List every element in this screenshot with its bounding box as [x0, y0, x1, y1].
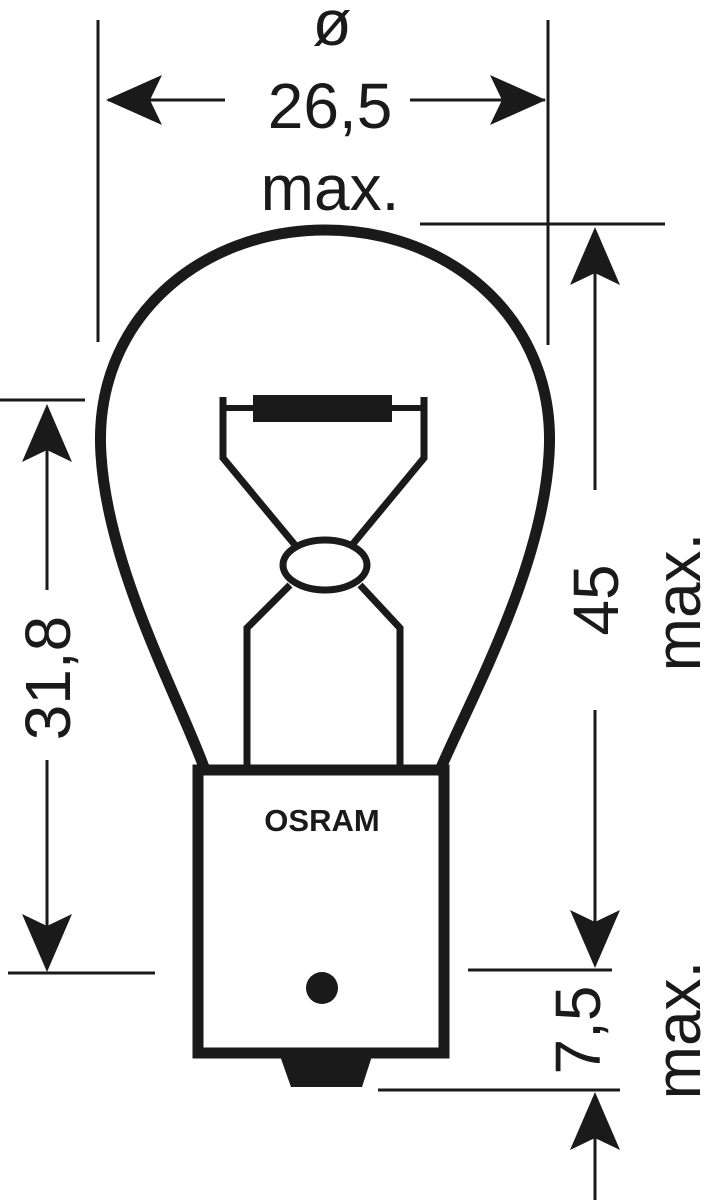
filament — [219, 395, 428, 768]
diameter-symbol: ø — [312, 0, 351, 59]
height-value: 45 — [560, 564, 632, 635]
light-center-value: 31,8 — [12, 616, 84, 741]
brand-label: OSRAM — [264, 803, 379, 838]
base-tab-qualifier: max. — [642, 961, 704, 1100]
height-qualifier: max. — [642, 533, 704, 672]
base-tab-dimension: 7,5 max. — [378, 961, 704, 1200]
diameter-value: 26,5 — [268, 70, 393, 142]
light-center-dimension: 31,8 — [0, 398, 155, 975]
bulb-glass-outline — [95, 224, 555, 773]
base-pin-dot — [306, 972, 338, 1004]
overall-height-dimension: 45 max. — [420, 222, 704, 972]
base-contact-tab — [279, 1053, 373, 1087]
diameter-dimension: ø 26,5 max. — [96, 0, 550, 345]
base-tab-value: 7,5 — [542, 986, 614, 1075]
diameter-qualifier: max. — [261, 152, 400, 224]
